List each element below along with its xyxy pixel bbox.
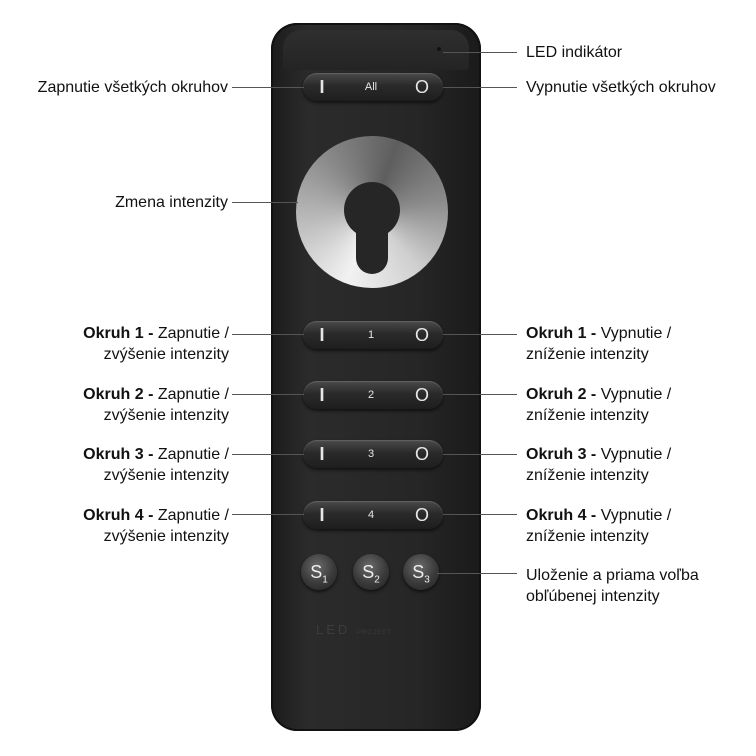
all-on-callout-line	[232, 87, 304, 88]
zone-4-button-row: I 4 O	[303, 501, 443, 529]
zone-4-right-callout-line	[443, 514, 517, 515]
zone-3-off-label-bold: Okruh 3 -	[526, 446, 597, 463]
all-circuits-button-row: I All O	[303, 73, 443, 101]
zone-4-on-label: Okruh 4 - Zapnutie / zvýšenie intenzity	[10, 505, 229, 547]
zone-4-on-button[interactable]: I	[319, 504, 325, 525]
scene-3-letter: S	[412, 562, 425, 582]
zone-1-off-button[interactable]: O	[414, 324, 429, 345]
zone-1-off-label-text: Vypnutie /	[600, 325, 672, 342]
zone-2-off-label-line2: zníženie intenzity	[526, 407, 649, 424]
led-indicator	[437, 47, 441, 51]
zone-3-off-label: Okruh 3 - Vypnutie / zníženie intenzity	[526, 444, 671, 486]
led-indicator-label: LED indikátor	[526, 44, 623, 61]
scene-2-number: 2	[374, 574, 380, 586]
zone-1-off-label: Okruh 1 - Vypnutie / zníženie intenzity	[526, 323, 671, 365]
zone-1-on-label: Okruh 1 - Zapnutie / zvýšenie intenzity	[10, 323, 229, 365]
zone-4-off-button[interactable]: O	[414, 504, 429, 525]
zone-1-on-label-bold: Okruh 1 -	[83, 325, 154, 342]
zone-1-off-label-line2: zníženie intenzity	[526, 346, 649, 363]
scenes-label: Uloženie a priama voľba obľúbenej intenz…	[526, 565, 699, 607]
scene-3-button[interactable]: S3	[403, 554, 439, 590]
zone-3-off-label-text: Vypnutie /	[600, 446, 672, 463]
scene-2-button[interactable]: S2	[353, 554, 389, 590]
brand-logo-small: PROJECT	[356, 630, 392, 636]
zone-3-on-button[interactable]: I	[319, 443, 325, 464]
zone-1-button-row: I 1 O	[303, 321, 443, 349]
brand-logo: LED PROJECT	[316, 622, 436, 637]
scene-3-number: 3	[424, 574, 430, 586]
zone-3-on-label-text: Zapnutie /	[157, 446, 229, 463]
zone-2-on-button[interactable]: I	[319, 384, 325, 405]
zone-3-off-button[interactable]: O	[414, 443, 429, 464]
zone-2-label: 2	[367, 389, 375, 401]
zone-1-off-label-bold: Okruh 1 -	[526, 325, 597, 342]
all-on-button[interactable]: I	[319, 76, 325, 97]
zone-4-label: 4	[367, 509, 375, 521]
intensity-label: Zmena intenzity	[115, 194, 228, 211]
led-callout-line	[443, 52, 517, 53]
scene-2-letter: S	[362, 562, 375, 582]
zone-3-on-label-bold: Okruh 3 -	[83, 446, 154, 463]
scene-1-button[interactable]: S1	[301, 554, 337, 590]
zone-2-off-label-text: Vypnutie /	[600, 386, 672, 403]
brand-logo-text: LED	[316, 622, 351, 637]
zone-3-button-row: I 3 O	[303, 440, 443, 468]
zone-3-on-label: Okruh 3 - Zapnutie / zvýšenie intenzity	[10, 444, 229, 486]
zone-3-label: 3	[367, 448, 375, 460]
scene-1-number: 1	[322, 574, 328, 586]
all-off-button[interactable]: O	[414, 76, 429, 97]
zone-2-on-label-line2: zvýšenie intenzity	[103, 407, 229, 424]
zone-4-off-label: Okruh 4 - Vypnutie / zníženie intenzity	[526, 505, 671, 547]
zone-2-left-callout-line	[232, 394, 304, 395]
zone-3-on-label-line2: zvýšenie intenzity	[103, 467, 229, 484]
zone-4-left-callout-line	[232, 514, 304, 515]
all-on-label: Zapnutie všetkých okruhov	[37, 79, 228, 96]
intensity-wheel-center	[344, 182, 400, 238]
zone-4-off-label-bold: Okruh 4 -	[526, 507, 597, 524]
zone-4-off-label-line2: zníženie intenzity	[526, 528, 649, 545]
zone-3-right-callout-line	[443, 454, 517, 455]
zone-1-on-label-text: Zapnutie /	[157, 325, 229, 342]
zone-2-button-row: I 2 O	[303, 381, 443, 409]
zone-1-right-callout-line	[443, 334, 517, 335]
zone-2-off-label: Okruh 2 - Vypnutie / zníženie intenzity	[526, 384, 671, 426]
zone-2-right-callout-line	[443, 394, 517, 395]
zone-4-on-label-bold: Okruh 4 -	[83, 507, 154, 524]
zone-3-left-callout-line	[232, 454, 304, 455]
zone-2-off-button[interactable]: O	[414, 384, 429, 405]
zone-1-on-label-line2: zvýšenie intenzity	[103, 346, 229, 363]
zone-2-on-label-bold: Okruh 2 -	[83, 386, 154, 403]
remote-top-cap	[283, 30, 469, 70]
zone-2-on-label: Okruh 2 - Zapnutie / zvýšenie intenzity	[10, 384, 229, 426]
scene-1-letter: S	[310, 562, 323, 582]
zone-4-on-label-line2: zvýšenie intenzity	[103, 528, 229, 545]
zone-1-label: 1	[367, 329, 375, 341]
intensity-callout-line	[232, 202, 298, 203]
zone-3-off-label-line2: zníženie intenzity	[526, 467, 649, 484]
all-off-label: Vypnutie všetkých okruhov	[526, 79, 716, 96]
zone-2-on-label-text: Zapnutie /	[157, 386, 229, 403]
all-label: All	[364, 81, 378, 93]
scenes-callout-line	[437, 573, 517, 574]
zone-1-on-button[interactable]: I	[319, 324, 325, 345]
zone-4-off-label-text: Vypnutie /	[600, 507, 672, 524]
scenes-label-line1: Uloženie a priama voľba	[526, 567, 699, 584]
zone-1-left-callout-line	[232, 334, 304, 335]
zone-4-on-label-text: Zapnutie /	[157, 507, 229, 524]
all-off-callout-line	[443, 87, 517, 88]
scenes-label-line2: obľúbenej intenzity	[526, 588, 660, 605]
zone-2-off-label-bold: Okruh 2 -	[526, 386, 597, 403]
